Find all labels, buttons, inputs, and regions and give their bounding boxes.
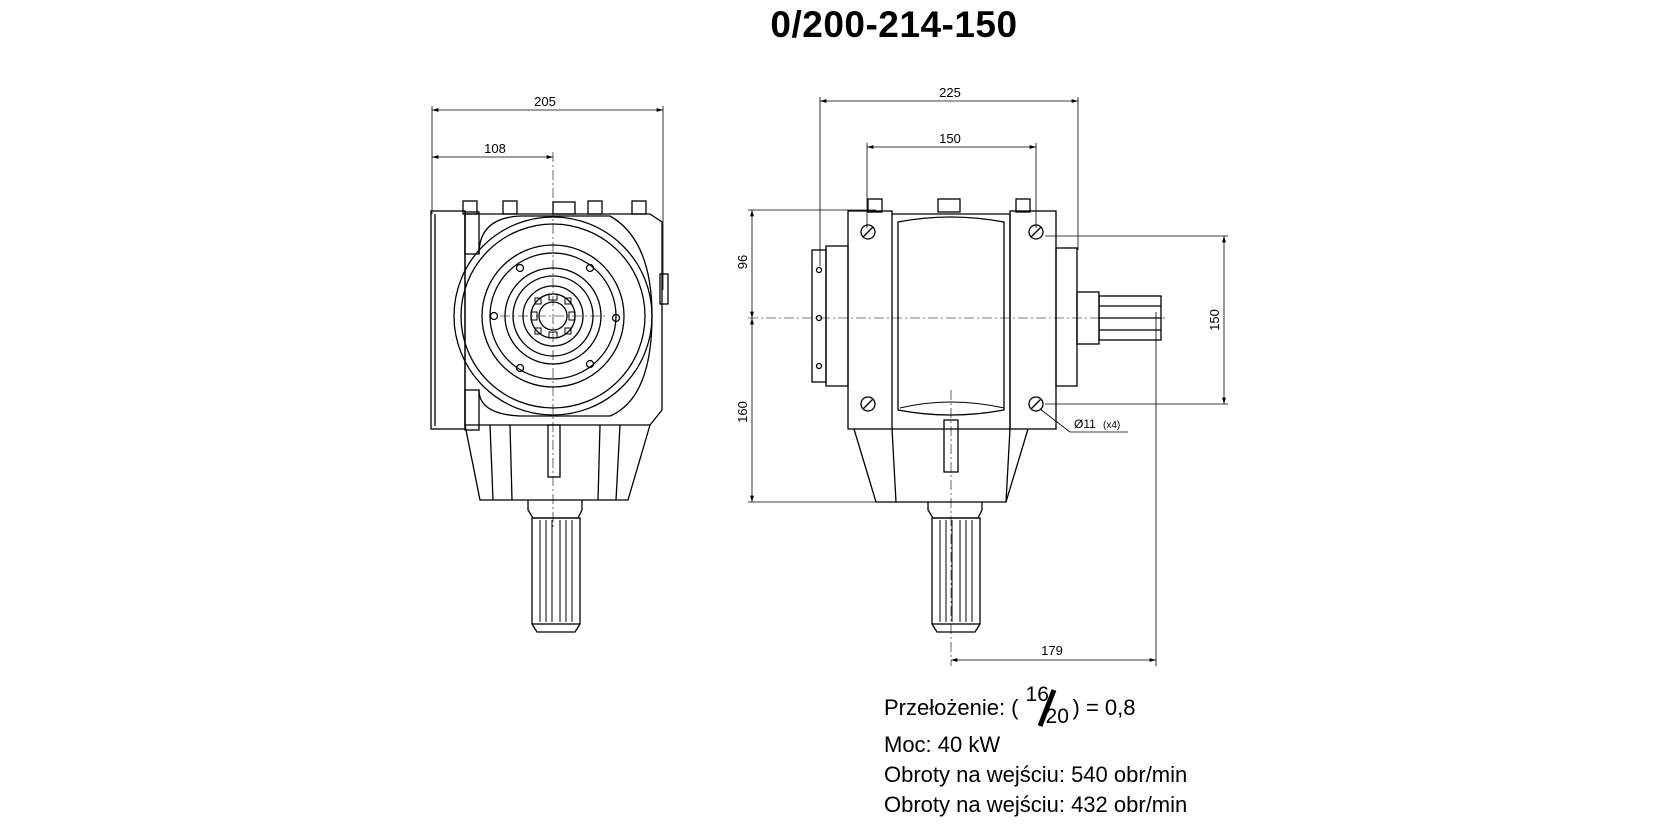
dim-150-right: 150 <box>1207 309 1222 331</box>
input-speed-spec: Obroty na wejściu: 540 obr/min <box>884 762 1188 787</box>
dim-108: 108 <box>484 141 506 156</box>
ratio-numerator: 16 <box>1025 683 1049 706</box>
ratio-fraction: 16 20 <box>1022 683 1070 730</box>
ratio-row: Przełożenie: ( 16 20 ) = 0,8 <box>884 683 1187 730</box>
ratio-result: ) = 0,8 <box>1072 695 1136 720</box>
ratio-denominator: 20 <box>1045 705 1069 728</box>
dim-179: 179 <box>1041 643 1063 658</box>
power-spec: Moc: 40 kW <box>884 732 1001 757</box>
dim-150-top: 150 <box>939 131 961 146</box>
specifications: Przełożenie: ( 16 20 ) = 0,8 Moc: 40 kW … <box>884 683 1188 820</box>
dim-96: 96 <box>735 255 750 269</box>
hole-count-label: (x4) <box>1103 420 1120 431</box>
drawing-title: 0/200-214-150 <box>770 4 1018 45</box>
output-speed-spec: Obroty na wejściu: 432 obr/min <box>884 792 1188 817</box>
dim-205: 205 <box>534 94 556 109</box>
ratio-label: Przełożenie: ( <box>884 695 1019 720</box>
dim-160: 160 <box>735 401 750 423</box>
side-view <box>748 97 1228 666</box>
hole-diameter-label: Ø11 <box>1074 417 1096 431</box>
fraction-slash <box>1037 689 1056 727</box>
dim-225: 225 <box>939 85 961 100</box>
front-view <box>430 106 669 633</box>
